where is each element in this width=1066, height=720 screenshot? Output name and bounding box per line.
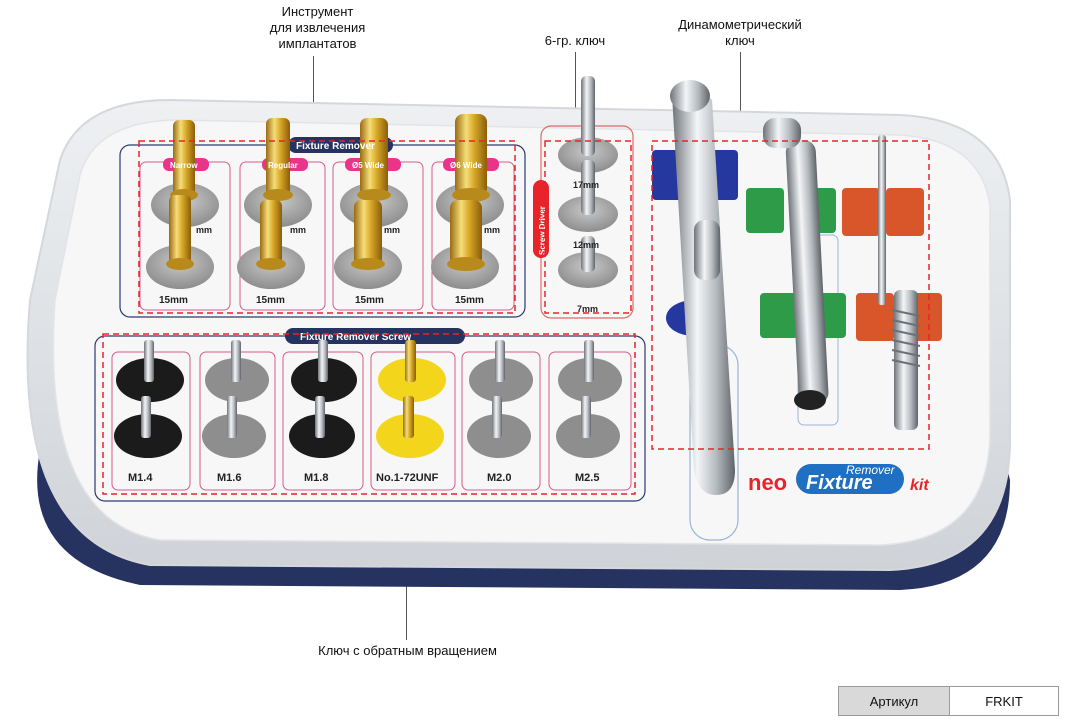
highlight-removal-tools xyxy=(138,140,516,314)
leader-hex-key xyxy=(575,52,576,116)
brand-kit: kit xyxy=(910,477,929,494)
screw-size-label: M1.6 xyxy=(217,472,241,484)
callout-removal-tool-line2: для извлечения xyxy=(269,20,366,35)
remover-col-label: Ø5 Wide xyxy=(352,161,384,170)
callout-reverse-key: Ключ с обратным вращением xyxy=(318,643,497,658)
driver-length: 17mm xyxy=(573,180,599,190)
remover-tools xyxy=(146,114,504,289)
leader-torque-wrench xyxy=(740,52,741,140)
fixture-remover-screw-title: Fixture Remover Screw xyxy=(300,332,411,343)
brand-remover: Remover xyxy=(846,463,896,477)
callout-hex-key: 6-гр. ключ xyxy=(544,33,606,48)
fixture-remover-title: Fixture Remover xyxy=(296,141,375,152)
product-photo: neo Remover Fixture kit Fixture Remover … xyxy=(26,76,1011,590)
remover-col-label: Narrow xyxy=(170,161,198,170)
highlight-reverse-key xyxy=(102,333,636,495)
leader-removal-tool xyxy=(313,56,314,140)
remover-upper-length: mm xyxy=(384,225,400,235)
screw-size-label: M2.0 xyxy=(487,472,511,484)
sku-value: FRKIT xyxy=(950,687,1058,715)
screw-driver-tools xyxy=(558,76,618,288)
brand-neo: neo xyxy=(748,470,787,495)
callout-torque-wrench-line1: Динамометрический xyxy=(678,17,802,32)
highlight-hex-key xyxy=(544,140,632,314)
callout-torque-wrench-line2: ключ xyxy=(725,33,755,48)
callout-torque-wrench: Динамометрический ключ xyxy=(660,17,820,49)
screw-size-label: No.1-72UNF xyxy=(376,472,439,484)
brand-logo: neo Remover Fixture kit xyxy=(748,463,929,495)
driver-length: 7mm xyxy=(577,304,598,314)
remover-lower-length: 15mm xyxy=(256,295,285,306)
driver-length: 12mm xyxy=(573,240,599,250)
remover-upper-length: mm xyxy=(290,225,306,235)
sku-table: Артикул FRKIT xyxy=(838,686,1059,716)
remover-lower-length: 15mm xyxy=(455,295,484,306)
highlight-boxes xyxy=(102,140,930,495)
torque-wrench xyxy=(672,84,735,495)
callout-removal-tool-line3: имплантатов xyxy=(278,36,357,51)
screw-pins xyxy=(141,340,594,438)
remover-col-label: Ø6 Wide xyxy=(450,161,482,170)
screw-size-label: M1.8 xyxy=(304,472,328,484)
sku-label: Артикул xyxy=(839,687,950,715)
callout-removal-tool: Инструмент для извлечения имплантатов xyxy=(255,4,380,52)
brand-fixture: Fixture xyxy=(806,472,873,494)
highlight-torque-wrench xyxy=(651,140,930,450)
screw-driver-label: Screw Driver xyxy=(538,206,547,255)
remover-lower-length: 15mm xyxy=(355,295,384,306)
callout-removal-tool-line1: Инструмент xyxy=(281,4,354,19)
remover-col-label: Regular xyxy=(268,161,298,170)
screw-size-label: M1.4 xyxy=(128,472,153,484)
remover-upper-length: mm xyxy=(484,225,500,235)
remover-lower-length: 15mm xyxy=(159,295,188,306)
screw-size-label: M2.5 xyxy=(575,472,599,484)
remover-upper-length: mm xyxy=(196,225,212,235)
